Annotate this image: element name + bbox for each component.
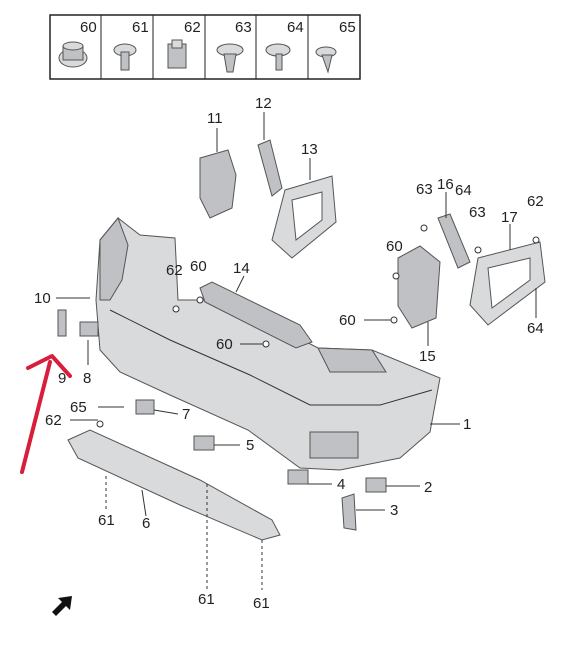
clip-8 xyxy=(79,321,99,337)
callout-7: 7 xyxy=(182,406,190,423)
callout-63-a: 63 xyxy=(416,181,433,198)
clip-9 xyxy=(57,309,67,337)
callout-62-b: 62 xyxy=(45,412,62,429)
sensor-holder-4 xyxy=(287,469,309,485)
bracket-11 xyxy=(199,149,237,219)
header-part-63: 63 xyxy=(235,19,252,36)
callout-61-c: 61 xyxy=(253,595,270,612)
callout-63-b: 63 xyxy=(469,204,486,221)
callout-6: 6 xyxy=(142,515,150,532)
callout-60-b: 60 xyxy=(386,238,403,255)
sensor-holder-5 xyxy=(193,435,215,451)
callout-3: 3 xyxy=(390,502,398,519)
callout-labels: 1 2 3 4 5 6 7 8 9 10 11 12 13 14 15 16 1… xyxy=(34,95,544,612)
screw-icon xyxy=(113,43,137,71)
callout-8: 8 xyxy=(83,370,91,387)
callout-61-b: 61 xyxy=(198,591,215,608)
callout-64-b: 64 xyxy=(527,320,544,337)
callout-9: 9 xyxy=(58,370,66,387)
header-part-61: 61 xyxy=(132,19,149,36)
callout-15: 15 xyxy=(419,348,436,365)
callout-60-c: 60 xyxy=(339,312,356,329)
leader-lines xyxy=(56,112,537,590)
callout-62-a: 62 xyxy=(166,262,183,279)
trim-3 xyxy=(341,493,357,531)
self-tapping-screw-icon xyxy=(315,46,337,74)
fastener-legend-table: 60 61 62 63 64 65 xyxy=(49,14,361,80)
callout-60-a: 60 xyxy=(190,258,207,275)
header-part-60: 60 xyxy=(80,19,97,36)
callout-60-d: 60 xyxy=(216,336,233,353)
callout-10: 10 xyxy=(34,290,51,307)
callout-2: 2 xyxy=(424,479,432,496)
red-pointer-arrow-icon xyxy=(20,354,72,474)
reflector-2 xyxy=(365,477,387,493)
callout-65-a: 65 xyxy=(70,399,87,416)
clip-icon xyxy=(167,39,187,69)
sensor-holder-7 xyxy=(135,399,155,415)
callout-11: 11 xyxy=(207,110,223,127)
header-part-64: 64 xyxy=(287,19,304,36)
callout-5: 5 xyxy=(246,437,254,454)
callout-12: 12 xyxy=(255,95,272,112)
lower-trim-6 xyxy=(67,429,281,541)
bracket-12 xyxy=(257,139,283,197)
callout-14: 14 xyxy=(233,260,250,277)
bracket-16 xyxy=(437,213,471,269)
fastener-markers xyxy=(96,224,540,428)
header-part-65: 65 xyxy=(339,19,356,36)
bolt-icon xyxy=(265,43,291,71)
header-part-62: 62 xyxy=(184,19,201,36)
callout-61-a: 61 xyxy=(98,512,115,529)
callout-17: 17 xyxy=(501,209,518,226)
bracket-15 xyxy=(397,245,441,329)
callout-62-c: 62 xyxy=(527,193,544,210)
callout-1: 1 xyxy=(463,416,471,433)
callout-16: 16 xyxy=(437,176,454,193)
black-direction-arrow-icon xyxy=(52,596,72,616)
callout-13: 13 xyxy=(301,141,318,158)
callout-4: 4 xyxy=(337,476,345,493)
push-rivet-icon xyxy=(216,43,244,73)
callout-64-a: 64 xyxy=(455,182,472,199)
reinforcement-14 xyxy=(199,281,313,349)
nut-icon xyxy=(58,41,88,68)
